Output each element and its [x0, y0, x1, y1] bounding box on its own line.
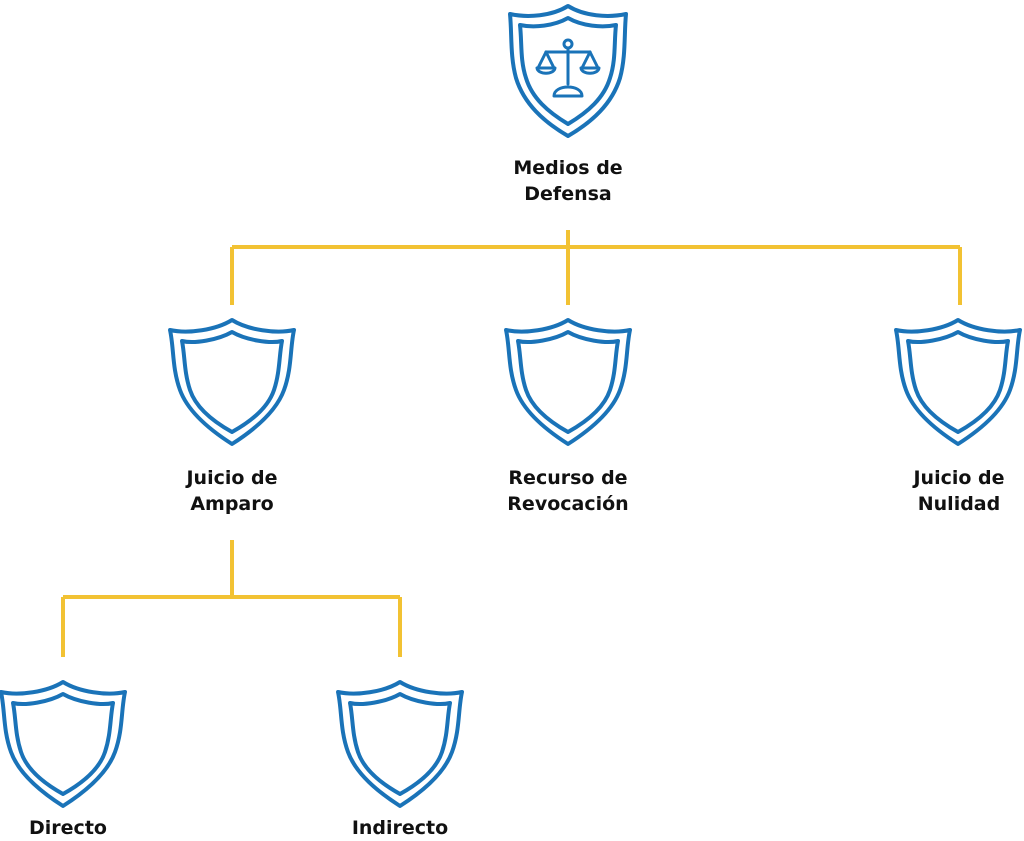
scales-right-pan — [579, 66, 601, 75]
node-label-indirecto: Indirecto — [290, 815, 510, 841]
node-label-line: Revocación — [507, 493, 629, 515]
shield-icon-directo — [0, 680, 127, 808]
shield-icon-recurso-de-revocacion — [504, 318, 632, 446]
scales-left-pan — [535, 66, 557, 75]
node-label-juicio-de-nulidad: Juicio de Nulidad — [849, 465, 1024, 517]
node-label-line: Defensa — [524, 183, 612, 205]
shield-icon-juicio-de-nulidad — [894, 318, 1022, 446]
scales-base — [552, 85, 584, 98]
node-label-recurso-de-revocacion: Recurso de Revocación — [458, 465, 678, 517]
root-shield-inner — [518, 16, 618, 126]
node-label-line: Amparo — [190, 493, 274, 515]
connectors-amparo-to-level2 — [61, 540, 402, 657]
shield-icon-indirecto — [336, 680, 464, 808]
node-label-medios-de-defensa: Medios de Defensa — [458, 155, 678, 207]
node-label-line: Indirecto — [351, 817, 449, 839]
node-label-juicio-de-amparo: Juicio de Amparo — [122, 465, 342, 517]
node-label-line: Juicio de — [186, 467, 278, 489]
connectors-root-to-level1 — [230, 230, 962, 305]
node-label-line: Nulidad — [917, 493, 1001, 515]
root-shield-outer — [508, 4, 628, 138]
node-label-line: Directo — [29, 817, 107, 839]
shield-icon-juicio-de-amparo — [168, 318, 296, 446]
node-label-line: Medios de — [513, 157, 623, 179]
node-label-line: Juicio de — [913, 467, 1005, 489]
scales-right-strings — [580, 50, 600, 70]
root-shield-icon — [508, 4, 628, 138]
scales-of-justice-icon — [535, 38, 601, 98]
scales-left-strings — [536, 50, 556, 70]
node-label-directo: Directo — [0, 815, 136, 841]
scales-top-knob — [562, 38, 574, 50]
node-label-line: Recurso de — [508, 467, 628, 489]
